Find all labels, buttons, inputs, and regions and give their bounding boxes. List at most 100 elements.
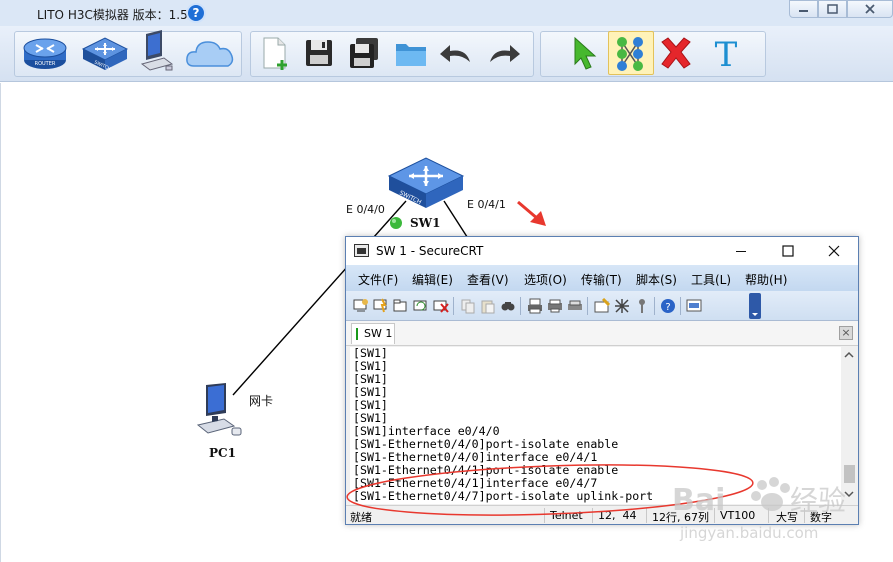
tab-label: SW 1 [364, 327, 393, 340]
new-file-icon [263, 37, 287, 70]
save-as-button[interactable] [344, 34, 390, 76]
text-tool-button[interactable]: T [706, 32, 752, 74]
minimize-button[interactable] [789, 0, 818, 18]
scroll-thumb[interactable] [844, 465, 855, 483]
port-label-e041: E 0/4/1 [467, 198, 506, 211]
connect-icon[interactable] [353, 298, 369, 314]
add-cloud-button[interactable] [184, 32, 234, 74]
text-icon: T [715, 35, 738, 74]
crt-maximize-button[interactable] [773, 240, 803, 262]
scroll-down-button[interactable] [841, 486, 857, 502]
crt-minimize-button[interactable] [726, 240, 756, 262]
redo-button[interactable] [484, 34, 530, 76]
disconnect-icon[interactable] [433, 298, 449, 314]
link-sw1-pc1[interactable] [232, 200, 407, 396]
terminal-line: [SW1-Ethernet0/4/0]interface e0/4/1 [353, 450, 598, 464]
terminal-scrollbar[interactable] [841, 347, 857, 504]
toolbar-overflow-button[interactable] [749, 293, 761, 319]
menu-file[interactable]: 文件(F) [358, 273, 399, 287]
status-separator [804, 508, 805, 523]
add-router-button[interactable]: ROUTER [22, 32, 68, 74]
menu-script[interactable]: 脚本(S) [636, 273, 677, 287]
menu-transfer[interactable]: 传输(T) [581, 273, 622, 287]
status-separator [592, 508, 593, 523]
close-button[interactable] [847, 0, 893, 18]
close-icon [828, 245, 840, 257]
minimize-icon [736, 251, 746, 252]
undo-button[interactable] [436, 34, 482, 76]
menu-options[interactable]: 选项(O) [524, 273, 567, 287]
quick-connect-icon[interactable] [373, 298, 389, 314]
status-cursor: 12, 44 [598, 509, 637, 522]
maximize-icon [827, 4, 838, 14]
menu-edit[interactable]: 编辑(E) [412, 273, 453, 287]
connect-tab-icon[interactable] [393, 298, 409, 314]
status-separator [646, 508, 647, 523]
securecrt-app-icon [354, 244, 369, 257]
pc1-node[interactable] [194, 383, 250, 441]
copy-icon[interactable] [460, 298, 476, 314]
print-icon[interactable] [527, 298, 543, 314]
global-options-icon[interactable] [614, 298, 630, 314]
sw1-status-icon [390, 217, 402, 229]
crt-title-bar[interactable]: SW 1 - SecureCRT [346, 237, 858, 265]
toolbar-separator [520, 297, 521, 315]
tab-connected-indicator [356, 328, 358, 340]
open-folder-button[interactable] [392, 34, 438, 76]
crt-close-button[interactable] [819, 240, 849, 262]
terminal-line: [SW1] [353, 385, 388, 399]
sw1-switch-node[interactable]: SWITCH [387, 156, 465, 210]
pc-icon [140, 30, 174, 71]
menu-view[interactable]: 查看(V) [467, 273, 509, 287]
delete-tool-button[interactable] [656, 34, 702, 76]
chevron-up-icon [844, 351, 854, 358]
crt-menu-bar: 文件(F) 编辑(E) 查看(V) 选项(O) 传输(T) 脚本(S) 工具(L… [346, 265, 858, 291]
print-icon-2[interactable] [567, 298, 583, 314]
connect-tool-button[interactable] [610, 34, 656, 76]
save-button[interactable] [300, 34, 346, 76]
toolbar-separator [587, 297, 588, 315]
help-icon[interactable]: ? [660, 298, 676, 314]
scroll-up-button[interactable] [841, 347, 857, 363]
svg-text:经验: 经验 [790, 484, 846, 517]
terminal-line: [SW1-Ethernet0/4/7]port-isolate uplink-p… [353, 489, 654, 503]
close-tab-button[interactable]: × [839, 326, 853, 340]
delete-icon [661, 37, 691, 69]
new-file-button[interactable] [258, 34, 304, 76]
find-icon[interactable] [500, 298, 516, 314]
sw1-label: SW1 [410, 216, 441, 230]
svg-text:T: T [715, 35, 738, 74]
add-pc-button[interactable] [136, 30, 182, 72]
chevron-down-icon [844, 491, 854, 498]
file-toolbar-group [250, 31, 534, 77]
select-cursor-icon [574, 36, 597, 70]
router-icon: ROUTER [23, 38, 67, 69]
baidu-jingyan-watermark: Bai 经验 jingyan.baidu.com [668, 470, 882, 544]
svg-text:Bai: Bai [672, 483, 725, 518]
redo-icon [490, 45, 520, 62]
paw-icon [751, 477, 790, 511]
select-tool-button[interactable] [566, 34, 612, 76]
menu-tools[interactable]: 工具(L) [691, 273, 732, 287]
print-setup-icon[interactable] [547, 298, 563, 314]
add-switch-button[interactable]: SWITCH [80, 32, 129, 74]
crt-title: SW 1 - SecureCRT [376, 244, 484, 258]
terminal-line: [SW1] [353, 372, 388, 386]
help-icon[interactable]: ? [186, 3, 206, 23]
tab-sw1[interactable]: SW 1 [351, 323, 395, 344]
session-options-icon[interactable] [594, 298, 610, 314]
sftp-icon[interactable] [686, 298, 702, 314]
keymap-icon[interactable] [634, 298, 650, 314]
status-protocol: Telnet [550, 509, 583, 522]
save-as-icon [350, 38, 378, 68]
terminal-line: [SW1] [353, 398, 388, 412]
save-icon [306, 40, 332, 66]
paste-icon[interactable] [480, 298, 496, 314]
menu-help[interactable]: 帮助(H) [745, 273, 788, 287]
title-bar: LITO H3C模拟器 版本：1.5.2 ? [0, 0, 893, 26]
reconnect-icon[interactable] [413, 298, 429, 314]
maximize-button[interactable] [818, 0, 847, 18]
status-ready: 就绪 [350, 511, 372, 524]
status-separator [768, 508, 769, 523]
